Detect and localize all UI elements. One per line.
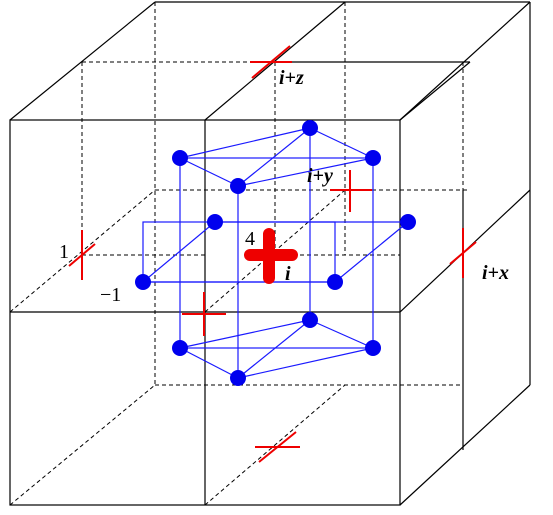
lattice-nodes: [135, 120, 416, 386]
lattice-node: [302, 120, 318, 136]
marker-minus-y: [182, 292, 226, 336]
label-i-plus-y: i+y: [307, 165, 333, 187]
label-i: i: [285, 263, 291, 285]
lattice-node: [230, 370, 246, 386]
label-one: 1: [59, 241, 69, 263]
hidden-edges: [9, 2, 470, 506]
red-markers: [68, 45, 477, 463]
lattice-node: [172, 150, 188, 166]
labels: i+z i+y i+x i 4 1 −1: [59, 67, 509, 306]
lattice-node: [172, 340, 188, 356]
lattice-node: [230, 178, 246, 194]
label-minus-one: −1: [100, 284, 121, 306]
lattice-node: [207, 214, 223, 230]
lattice-node: [327, 274, 343, 290]
label-four: 4: [245, 228, 255, 250]
lattice-node: [365, 340, 381, 356]
marker-i-plus-z: [250, 45, 292, 79]
lattice-node: [365, 150, 381, 166]
center-marker: [244, 228, 298, 284]
marker-minus-x: [68, 230, 96, 280]
marker-i-plus-x: [449, 228, 477, 278]
lattice-node: [400, 214, 416, 230]
marker-minus-z: [255, 431, 300, 463]
lattice-node: [135, 274, 151, 290]
lattice-node: [302, 312, 318, 328]
label-i-plus-z: i+z: [279, 67, 304, 89]
label-i-plus-x: i+x: [482, 262, 509, 284]
marker-i-plus-y: [330, 170, 372, 212]
inner-lattice: [142, 127, 409, 379]
